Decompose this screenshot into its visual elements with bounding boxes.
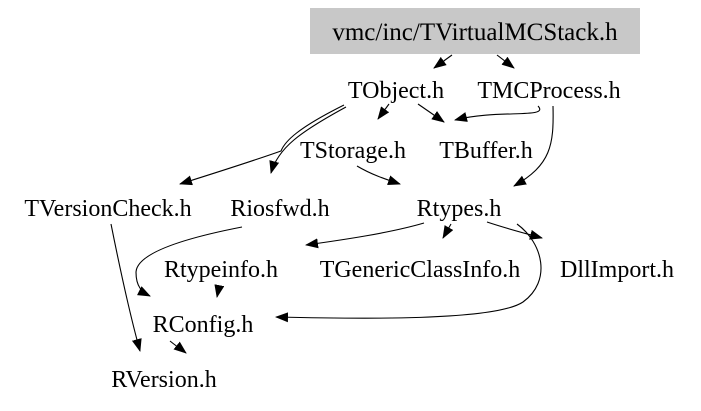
node-tgenericclassinfo[interactable]: TGenericClassInfo.h	[320, 257, 521, 283]
root-node-box	[310, 8, 640, 54]
root-node-label: vmc/inc/TVirtualMCStack.h	[332, 19, 618, 46]
edge-tobject-tstorage	[377, 103, 390, 120]
edge-rtypeinfo-rconfig	[214, 284, 225, 298]
edge-rconfig-rversion	[169, 340, 187, 354]
node-tmcprocess[interactable]: TMCProcess.h	[477, 78, 620, 104]
edge-rtypes-rconfig	[275, 223, 542, 323]
node-rtypeinfo[interactable]: Rtypeinfo.h	[164, 257, 278, 283]
edge-rtypes-dllimport	[486, 221, 543, 240]
edge-tstorage-rtypes	[356, 165, 401, 185]
edge-tvirtualmcstack-tobject	[433, 54, 453, 69]
node-rversion[interactable]: RVersion.h	[111, 367, 216, 393]
edge-tvirtualmcstack-tmcprocess	[496, 54, 515, 69]
node-tobject[interactable]: TObject.h	[348, 78, 444, 104]
edge-tobject-riosfwd	[269, 106, 347, 174]
node-tstorage[interactable]: TStorage.h	[300, 138, 406, 164]
node-riosfwd[interactable]: Riosfwd.h	[230, 196, 329, 222]
edge-tobject-tversioncheck	[179, 104, 345, 186]
node-tversioncheck[interactable]: TVersionCheck.h	[24, 196, 191, 222]
node-dllimport[interactable]: DllImport.h	[560, 257, 674, 283]
edge-tversioncheck-rversion	[110, 223, 142, 352]
edge-rtypes-rtypeinfo	[305, 222, 425, 249]
node-rconfig[interactable]: RConfig.h	[153, 312, 254, 338]
edge-tmcprocess-tbuffer	[454, 105, 541, 122]
edge-tobject-tbuffer	[417, 103, 445, 123]
edge-rtypes-tgenericclassinfo	[442, 223, 454, 239]
edge-tmcprocess-rtypes	[513, 105, 554, 187]
node-tvirtualmcstack: vmc/inc/TVirtualMCStack.h	[310, 8, 640, 54]
node-rtypes[interactable]: Rtypes.h	[417, 196, 502, 222]
node-tbuffer[interactable]: TBuffer.h	[439, 138, 533, 164]
edge-riosfwd-rconfig	[135, 226, 243, 297]
edge-layer	[110, 54, 554, 354]
